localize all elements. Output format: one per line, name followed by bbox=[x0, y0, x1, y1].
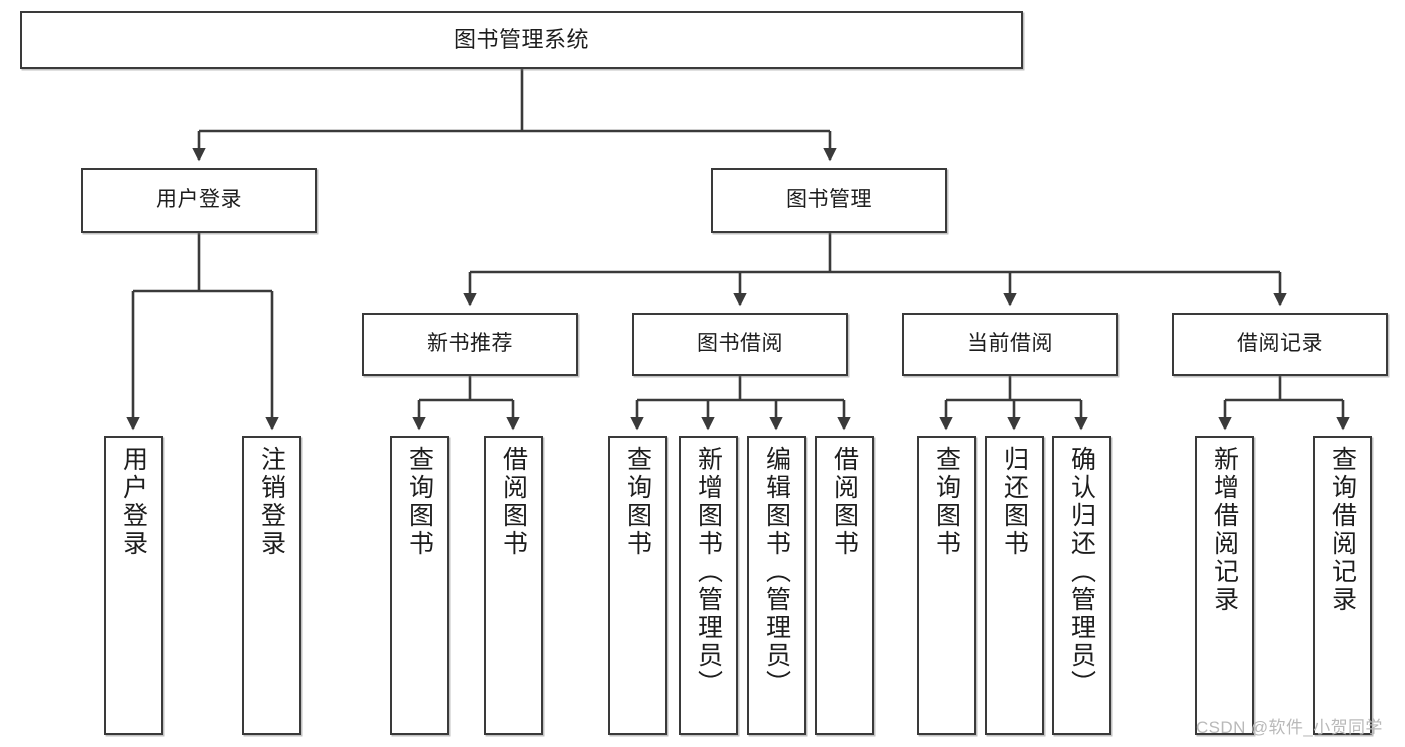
leaf-record-query-record[interactable]: 查询借阅记录 bbox=[1313, 436, 1372, 735]
node-label: 查询图书 bbox=[405, 446, 434, 558]
node-label: 编辑图书（管理员） bbox=[762, 446, 791, 698]
leaf-borrow-edit-book-admin[interactable]: 编辑图书（管理员） bbox=[747, 436, 806, 735]
leaf-borrow-query-book[interactable]: 查询图书 bbox=[608, 436, 667, 735]
leaf-user-login-signin[interactable]: 用户登录 bbox=[104, 436, 163, 735]
node-label: 查询借阅记录 bbox=[1328, 446, 1357, 614]
node-label: 查询图书 bbox=[623, 446, 652, 558]
leaf-borrow-borrow-book[interactable]: 借阅图书 bbox=[815, 436, 874, 735]
node-label: 图书管理系统 bbox=[453, 27, 589, 53]
node-label: 查询图书 bbox=[932, 446, 961, 558]
node-label: 新增图书（管理员） bbox=[694, 446, 723, 698]
node-new-book-recommend[interactable]: 新书推荐 bbox=[362, 313, 578, 376]
node-book-borrow[interactable]: 图书借阅 bbox=[632, 313, 848, 376]
node-user-login[interactable]: 用户登录 bbox=[81, 168, 317, 233]
node-label: 新增借阅记录 bbox=[1210, 446, 1239, 614]
watermark-text: CSDN @软件_小贺同学 bbox=[1196, 718, 1383, 737]
node-label: 借阅图书 bbox=[499, 446, 528, 558]
node-label: 确认归还（管理员） bbox=[1067, 446, 1096, 698]
leaf-current-query-book[interactable]: 查询图书 bbox=[917, 436, 976, 735]
node-book-management[interactable]: 图书管理 bbox=[711, 168, 947, 233]
node-label: 借阅图书 bbox=[830, 446, 859, 558]
leaf-recommend-query-book[interactable]: 查询图书 bbox=[390, 436, 449, 735]
node-label: 借阅记录 bbox=[1237, 332, 1323, 356]
leaf-recommend-borrow-book[interactable]: 借阅图书 bbox=[484, 436, 543, 735]
node-label: 用户登录 bbox=[119, 446, 148, 558]
node-label: 当前借阅 bbox=[967, 332, 1053, 356]
node-label: 注销登录 bbox=[257, 446, 286, 558]
node-label: 归还图书 bbox=[1000, 446, 1029, 558]
node-label: 图书管理 bbox=[786, 188, 872, 212]
node-label: 用户登录 bbox=[156, 188, 242, 212]
node-label: 新书推荐 bbox=[427, 332, 513, 356]
leaf-current-confirm-return-admin[interactable]: 确认归还（管理员） bbox=[1052, 436, 1111, 735]
node-label: 图书借阅 bbox=[697, 332, 783, 356]
leaf-borrow-add-book-admin[interactable]: 新增图书（管理员） bbox=[679, 436, 738, 735]
leaf-user-login-signout[interactable]: 注销登录 bbox=[242, 436, 301, 735]
node-borrow-record[interactable]: 借阅记录 bbox=[1172, 313, 1388, 376]
node-current-borrow[interactable]: 当前借阅 bbox=[902, 313, 1118, 376]
node-root-system[interactable]: 图书管理系统 bbox=[20, 11, 1023, 69]
leaf-current-return-book[interactable]: 归还图书 bbox=[985, 436, 1044, 735]
leaf-record-add-record[interactable]: 新增借阅记录 bbox=[1195, 436, 1254, 735]
